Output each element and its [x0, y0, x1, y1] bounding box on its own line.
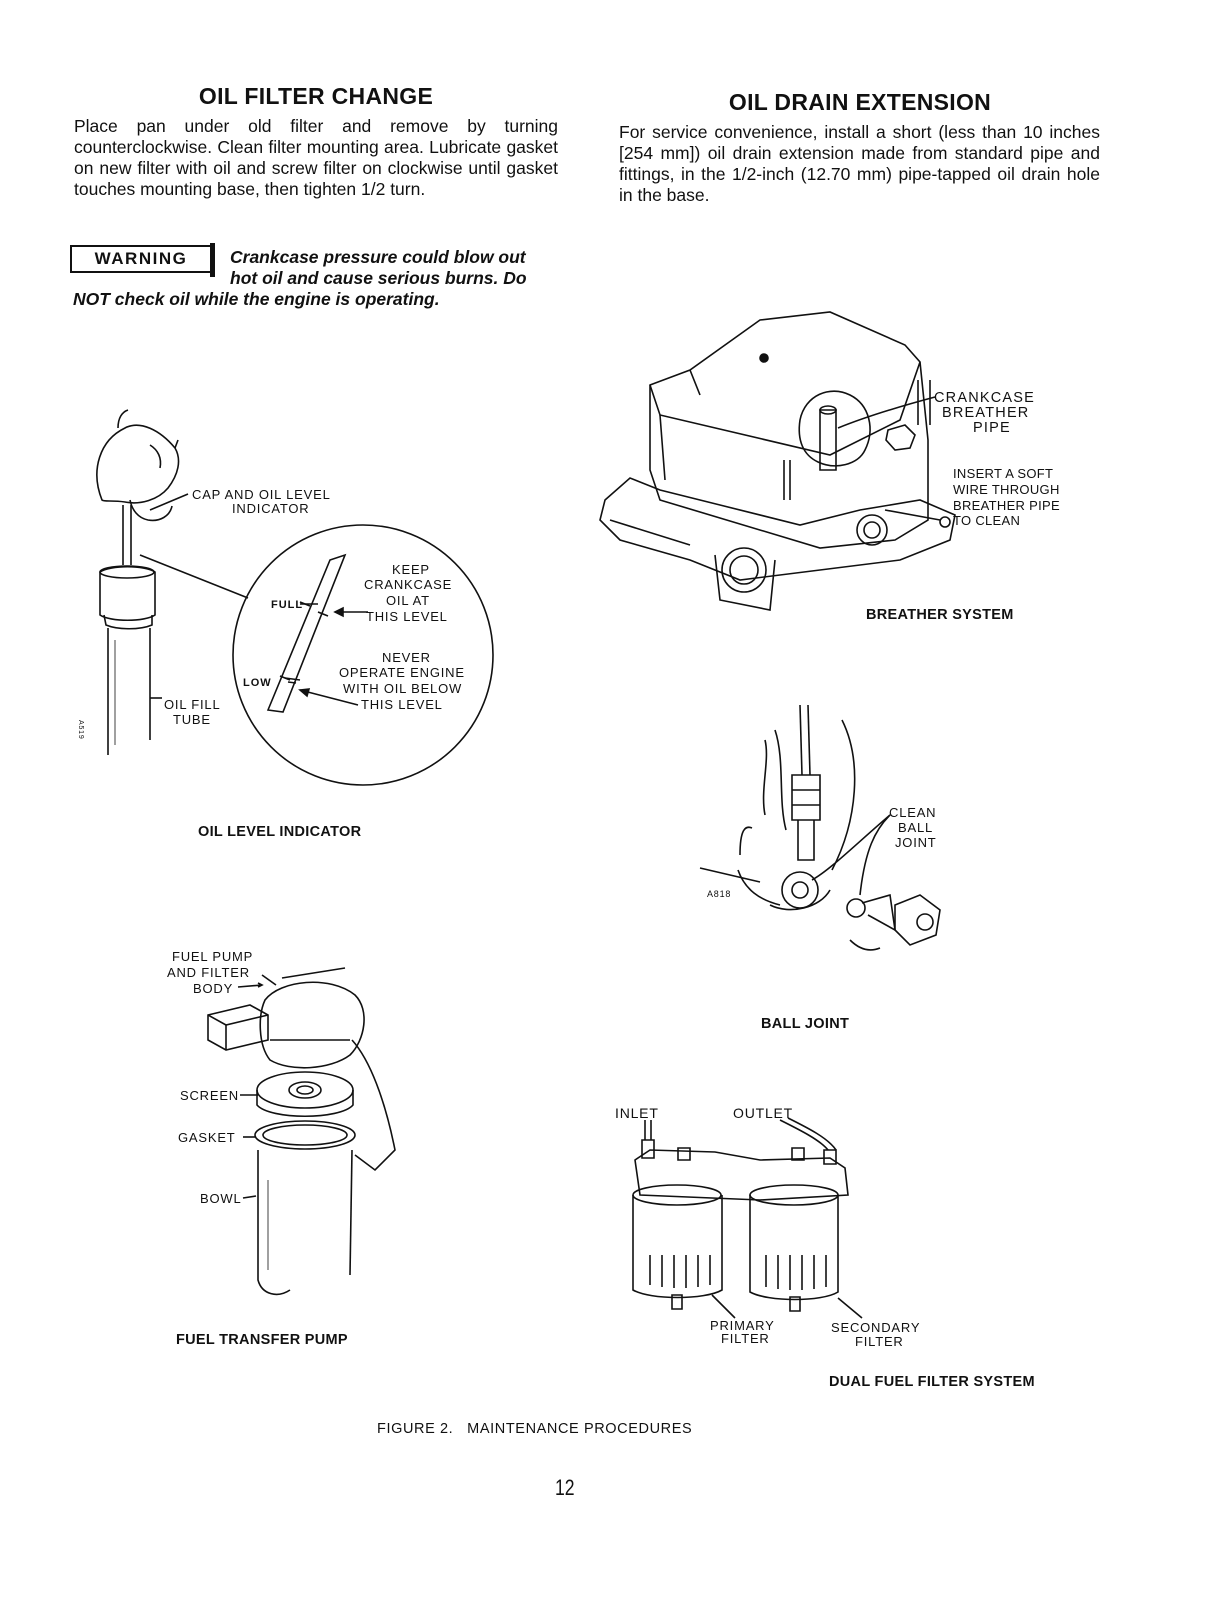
keep-label-4: THIS LEVEL	[366, 609, 448, 624]
breather-insert-1: INSERT A SOFT	[953, 466, 1054, 481]
dual-filter-caption: DUAL FUEL FILTER SYSTEM	[829, 1374, 1035, 1390]
ball-joint-code: A818	[707, 889, 732, 899]
figure-caption: FIGURE 2. MAINTENANCE PROCEDURES	[377, 1421, 693, 1437]
cap-label-1: CAP AND OIL LEVEL	[192, 487, 331, 502]
never-label-2: OPERATE ENGINE	[339, 665, 465, 680]
breather-insert-4: TO CLEAN	[953, 513, 1021, 528]
breather-label-1: CRANKCASE	[934, 390, 1036, 406]
fuel-pump-gasket: GASKET	[178, 1130, 236, 1145]
breather-caption: BREATHER SYSTEM	[866, 607, 1014, 623]
never-label-3: WITH OIL BELOW	[343, 681, 463, 696]
warning-line-2: hot oil and cause serious burns. Do	[230, 268, 527, 288]
oil-filter-body: Place pan under old filter and remove by…	[74, 116, 558, 199]
fuel-pump-body-1: FUEL PUMP	[172, 949, 254, 964]
fill-label-2: TUBE	[173, 712, 211, 727]
fill-label-1: OIL FILL	[164, 697, 221, 712]
breather-label-2: BREATHER	[942, 405, 1030, 421]
oil-drain-body: For service convenience, install a short…	[619, 122, 1100, 205]
dual-filter-inlet: INLET	[615, 1105, 659, 1121]
dual-filter-secondary-2: FILTER	[855, 1334, 904, 1349]
breather-insert-2: WIRE THROUGH	[953, 482, 1060, 497]
ball-joint-label-1: CLEAN	[889, 805, 937, 820]
never-label-4: THIS LEVEL	[361, 697, 443, 712]
full-mark: FULL	[271, 599, 304, 611]
oil-level-caption: OIL LEVEL INDICATOR	[198, 824, 362, 840]
warning-line-3: NOT check oil while the engine is operat…	[73, 289, 440, 309]
fuel-pump-screen: SCREEN	[180, 1088, 239, 1103]
keep-label-1: KEEP	[392, 562, 430, 577]
breather-label-3: PIPE	[973, 420, 1011, 436]
ball-joint-label-2: BALL	[898, 820, 934, 835]
dual-filter-primary-1: PRIMARY	[710, 1318, 775, 1333]
page-number: 12	[555, 1475, 575, 1500]
ball-joint-caption: BALL JOINT	[761, 1016, 850, 1032]
keep-label-2: CRANKCASE	[364, 577, 453, 592]
fuel-pump-caption: FUEL TRANSFER PUMP	[176, 1332, 348, 1348]
cap-label-2: INDICATOR	[232, 501, 310, 516]
ball-joint-label-3: JOINT	[895, 835, 937, 850]
fuel-pump-body-2: AND FILTER	[167, 965, 250, 980]
keep-label-3: OIL AT	[386, 593, 430, 608]
dual-filter-outlet: OUTLET	[733, 1105, 794, 1121]
oil-filter-heading: OIL FILTER CHANGE	[198, 83, 434, 109]
fuel-pump-body-3: BODY	[193, 981, 234, 996]
low-mark: LOW	[243, 677, 272, 689]
warning-line-1: Crankcase pressure could blow out	[230, 247, 526, 267]
breather-insert-3: BREATHER PIPE	[953, 498, 1060, 513]
dual-filter-primary-2: FILTER	[721, 1331, 770, 1346]
oil-drain-heading: OIL DRAIN EXTENSION	[728, 89, 992, 115]
warning-badge: WARNING	[70, 243, 215, 277]
dual-filter-secondary-1: SECONDARY	[831, 1320, 921, 1335]
fuel-pump-bowl: BOWL	[200, 1191, 242, 1206]
never-label-1: NEVER	[382, 650, 431, 665]
